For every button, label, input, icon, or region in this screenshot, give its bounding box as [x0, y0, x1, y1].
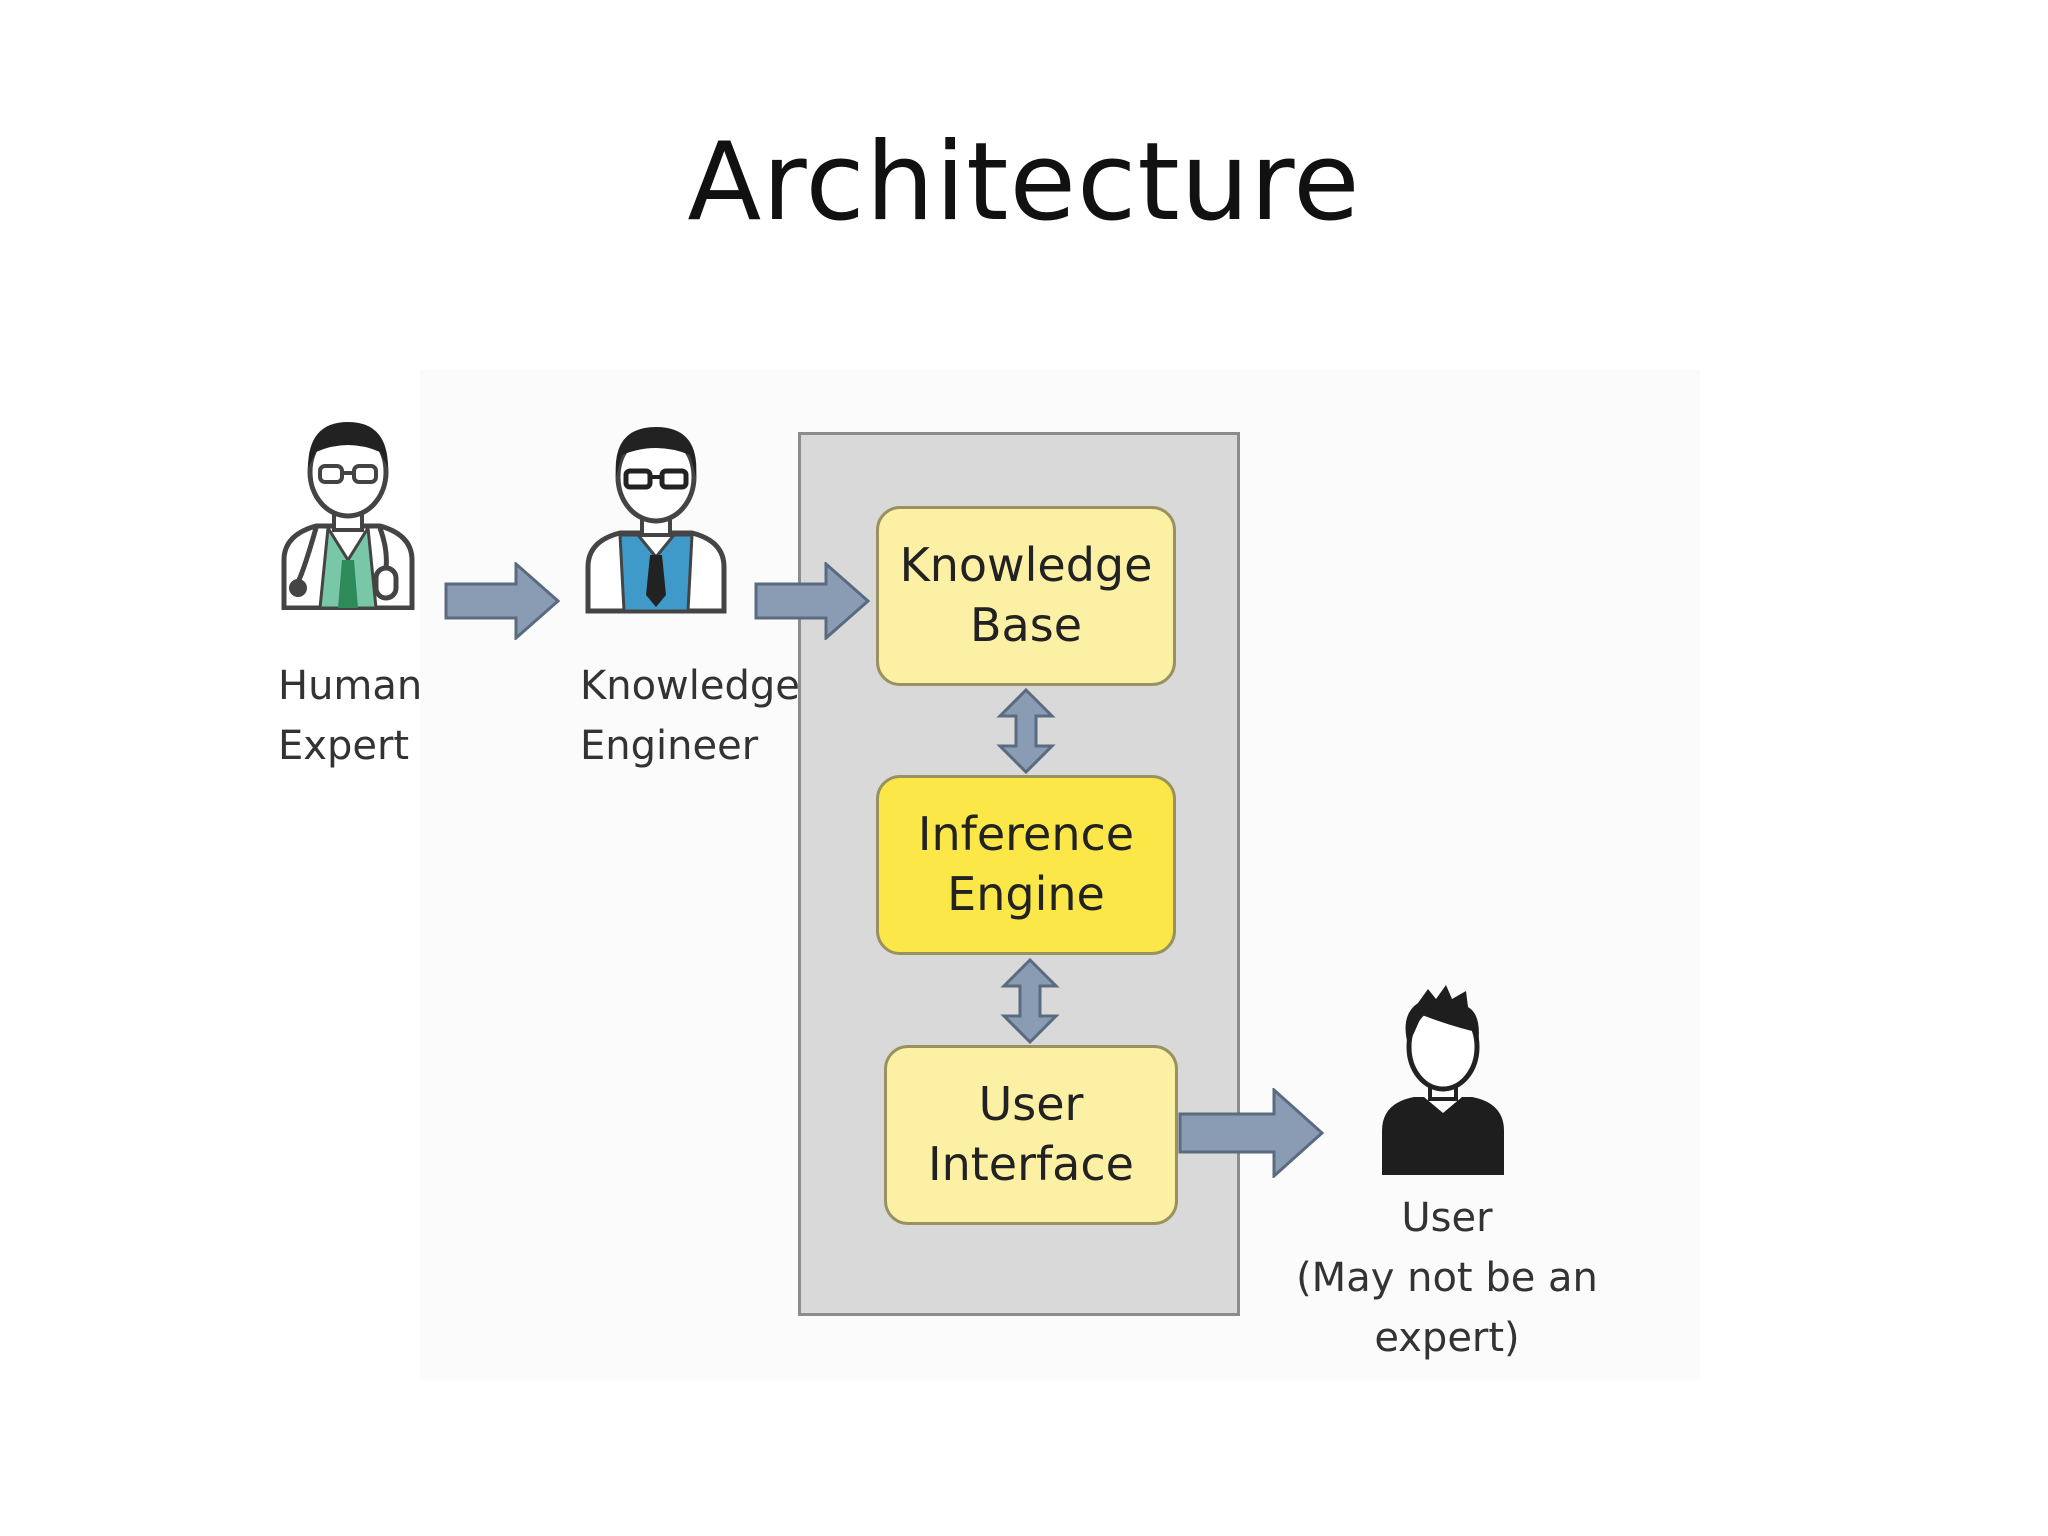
- knowledge-engineer-label-line1: Knowledge: [580, 663, 800, 709]
- user-interface-box: User Interface: [884, 1045, 1178, 1225]
- user-label-line1: User: [1401, 1195, 1493, 1241]
- double-arrow-kb-ie: [996, 688, 1056, 774]
- engineer-icon: [585, 427, 727, 614]
- knowledge-base-box: Knowledge Base: [876, 506, 1176, 686]
- human-expert-label-line2: Expert: [278, 723, 410, 769]
- arrow-expert-to-engineer: [444, 562, 560, 640]
- inference-engine-box: Inference Engine: [876, 775, 1176, 955]
- user-interface-line2: Interface: [928, 1137, 1134, 1191]
- user-interface-line1: User: [978, 1077, 1084, 1132]
- knowledge-engineer-label: Knowledge Engineer: [580, 656, 800, 776]
- knowledge-base-line1: Knowledge: [899, 538, 1153, 593]
- user-icon: [1382, 985, 1504, 1175]
- knowledge-engineer-label-line2: Engineer: [580, 723, 759, 769]
- inference-engine-line2: Engine: [947, 867, 1105, 921]
- arrow-engineer-to-knowledge-base: [754, 562, 870, 640]
- slide-title: Architecture: [687, 120, 1361, 245]
- double-arrow-ie-ui: [1000, 958, 1060, 1044]
- inference-engine-line1: Inference: [917, 807, 1135, 862]
- user-label: User (May not be an expert): [1252, 1188, 1642, 1368]
- human-expert-label: Human Expert: [278, 656, 422, 776]
- user-label-line2: (May not be an expert): [1296, 1255, 1598, 1361]
- human-expert-label-line1: Human: [278, 663, 423, 709]
- knowledge-base-line2: Base: [969, 598, 1082, 652]
- doctor-icon: [281, 422, 415, 610]
- arrow-interface-to-user: [1178, 1088, 1324, 1178]
